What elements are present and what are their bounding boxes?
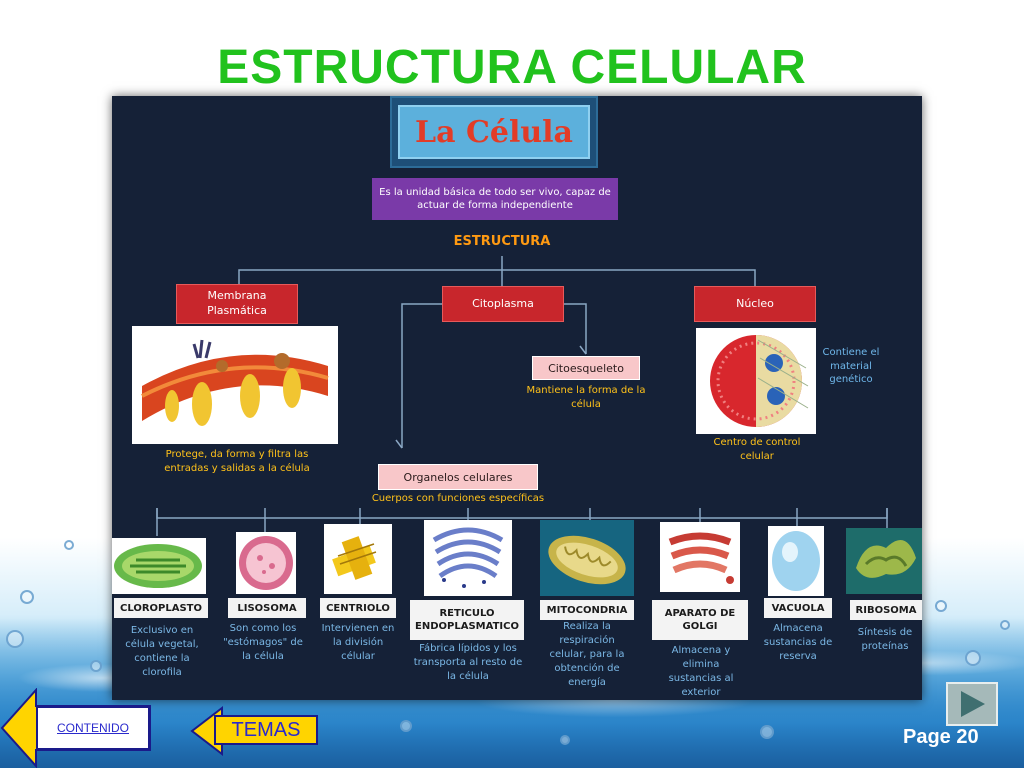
membrana-description: Protege, da forma y filtra las entradas … — [164, 449, 310, 474]
cell-definition: Es la unidad básica de todo ser vivo, ca… — [372, 178, 618, 220]
lisosoma-image — [236, 532, 296, 594]
organelos-description: Cuerpos con funciones específicas — [371, 493, 545, 504]
citoplasma-box: Citoplasma — [442, 286, 564, 322]
centriolo-image — [324, 524, 392, 594]
chloroplast-icon — [114, 544, 202, 588]
membrana-image — [132, 326, 338, 444]
bubble — [6, 630, 24, 648]
bubble — [760, 725, 774, 739]
organelle-desc-mitocondria: Realiza la respiración celular, para la … — [549, 621, 625, 688]
organelle-desc-ribosoma: Síntesis de proteínas — [857, 627, 913, 652]
ribosoma-image — [846, 528, 922, 594]
play-triangle-icon — [961, 691, 985, 717]
bubble — [90, 660, 102, 672]
cell-diagram: La Célula Es la unidad básica de todo se… — [112, 96, 922, 700]
citoesqueleto-description: Mantiene la forma de la célula — [526, 385, 646, 410]
cell-nucleus-icon — [710, 335, 809, 427]
section-label: ESTRUCTURA — [453, 234, 551, 249]
citoesqueleto-box: Citoesqueleto — [532, 356, 640, 380]
nucleo-image — [696, 328, 816, 434]
diagram-heading: La Célula — [398, 105, 590, 159]
cloroplasto-image — [112, 538, 206, 594]
organelle-label-mitocondria: MITOCONDRIA — [540, 600, 634, 620]
organelle-desc-centriolo: Intervienen en la división célular — [321, 623, 395, 662]
organelle-desc-reticulo: Fábrica lípidos y los transporta al rest… — [413, 643, 523, 682]
organelle-desc-golgi: Almacena y elimina sustancias al exterio… — [668, 645, 734, 698]
slide-title: ESTRUCTURA CELULAR — [217, 41, 807, 94]
next-slide-button[interactable] — [946, 682, 998, 726]
bubble — [20, 590, 34, 604]
organelle-label-ribosoma: RIBOSOMA — [850, 600, 922, 620]
ribosome-icon — [856, 540, 916, 578]
bubble — [1000, 620, 1010, 630]
bubble — [400, 720, 412, 732]
nucleo-box: Núcleo — [694, 286, 816, 322]
mitochondria-icon — [548, 535, 626, 585]
golgi-image — [660, 522, 740, 592]
lysosome-icon — [239, 536, 293, 590]
organelle-label-cloroplasto: CLOROPLASTO — [114, 598, 208, 618]
page-number: Page 20 — [903, 726, 979, 748]
organelle-label-golgi: APARATO DE GOLGI — [652, 600, 748, 640]
centriole-icon — [332, 536, 377, 580]
organelle-label-lisosoma: LISOSOMA — [228, 598, 306, 618]
bubble — [560, 735, 570, 745]
reticulo-image — [424, 520, 512, 596]
vacuole-icon — [772, 531, 820, 591]
temas-button[interactable]: TEMAS — [214, 715, 318, 745]
contenido-button[interactable]: CONTENIDO — [36, 706, 150, 750]
organelle-label-vacuola: VACUOLA — [764, 598, 832, 618]
organelle-desc-vacuola: Almacena sustancias de reserva — [763, 623, 833, 662]
golgi-apparatus-icon — [668, 532, 734, 584]
membrana-box: Membrana Plasmática — [176, 284, 298, 324]
organelos-box: Organelos celulares — [378, 464, 538, 490]
organelle-label-reticulo: RETICULO ENDOPLASMATICO — [410, 600, 524, 640]
bubble — [64, 540, 74, 550]
bubble — [965, 650, 981, 666]
cell-membrane-icon — [141, 339, 329, 426]
organelle-desc-lisosoma: Son como los "estómagos" de la célula — [223, 623, 303, 662]
endoplasmic-reticulum-icon — [432, 527, 504, 588]
diagram-heading-box: La Célula — [390, 96, 598, 168]
organelle-label-centriolo: CENTRIOLO — [320, 598, 396, 618]
mitocondria-image — [540, 520, 634, 596]
bubble — [935, 600, 947, 612]
vacuola-image — [768, 526, 824, 596]
organelle-desc-cloroplasto: Exclusivo en célula vegetal, contiene la… — [125, 625, 199, 678]
nucleo-side-note: Contiene el material genético — [822, 347, 880, 385]
nucleo-description: Centro de control celular — [713, 437, 801, 462]
